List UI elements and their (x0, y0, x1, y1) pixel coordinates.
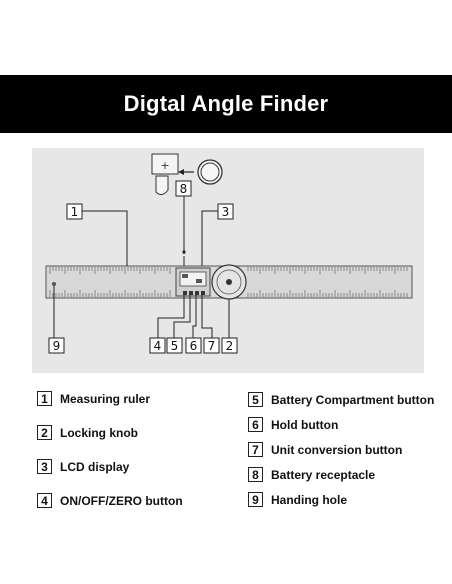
legend-number-7: 7 (248, 442, 263, 457)
callout-box-7: 7 (203, 337, 220, 354)
svg-text:6: 6 (190, 339, 198, 353)
svg-text:+: + (160, 159, 169, 172)
legend-number-5: 5 (248, 392, 263, 407)
locking-knob (211, 264, 247, 300)
svg-text:2: 2 (226, 339, 234, 353)
svg-text:4: 4 (154, 339, 162, 353)
legend-item-6: 6 Hold button (248, 417, 338, 432)
legend-number-8: 8 (248, 467, 263, 482)
legend-label-3: LCD display (60, 459, 130, 474)
callout-box-9: 9 (48, 337, 65, 354)
callout-box-2: 2 (221, 337, 238, 354)
legend-item-8: 8 Battery receptacle (248, 467, 375, 482)
legend-label-5: Battery Compartment button (271, 392, 435, 407)
legend-label-9: Handing hole (271, 492, 347, 507)
battery-coin-icon (197, 159, 223, 185)
diagram-panel: + (32, 148, 424, 373)
legend-label-1: Measuring ruler (60, 391, 151, 406)
legend-number-9: 9 (248, 492, 263, 507)
callout-box-6: 6 (185, 337, 202, 354)
svg-text:7: 7 (208, 339, 216, 353)
legend-number-2: 2 (37, 425, 52, 440)
svg-text:1: 1 (71, 205, 79, 219)
svg-text:3: 3 (222, 205, 230, 219)
ruler-scale (49, 267, 408, 297)
legend-label-2: Locking knob (60, 425, 138, 440)
callout-box-8: 8 (175, 180, 192, 197)
title-bar: Digtal Angle Finder (0, 75, 452, 133)
callout-box-4: 4 (149, 337, 166, 354)
svg-text:9: 9 (53, 339, 61, 353)
legend-label-6: Hold button (271, 417, 339, 432)
legend-item-5: 5 Battery Compartment button (248, 392, 434, 407)
legend-number-6: 6 (248, 417, 263, 432)
svg-text:5: 5 (171, 339, 179, 353)
legend-number-4: 4 (37, 493, 52, 508)
battery-receptacle-illustration: + (151, 153, 194, 196)
legend-number-3: 3 (37, 459, 52, 474)
legend-label-7: Unit conversion button (271, 442, 403, 457)
page-title: Digtal Angle Finder (123, 91, 329, 116)
legend-item-7: 7 Unit conversion button (248, 442, 402, 457)
svg-text:8: 8 (180, 182, 188, 196)
callout-lines (53, 210, 230, 338)
control-buttons (183, 291, 205, 295)
legend-label-8: Battery receptacle (271, 467, 376, 482)
legend-item-3: 3 LCD display (37, 459, 129, 474)
legend-label-4: ON/OFF/ZERO button (60, 493, 183, 508)
legend-item-2: 2 Locking knob (37, 425, 138, 440)
callout-box-3: 3 (217, 203, 234, 220)
legend-item-9: 9 Handing hole (248, 492, 347, 507)
angle-finder-diagram: + (45, 153, 413, 354)
callout-box-1: 1 (66, 203, 83, 220)
legend-item-1: 1 Measuring ruler (37, 391, 150, 406)
legend-item-4: 4 ON/OFF/ZERO button (37, 493, 183, 508)
legend-number-1: 1 (37, 391, 52, 406)
hanging-hole (52, 282, 56, 286)
callout-box-5: 5 (166, 337, 183, 354)
